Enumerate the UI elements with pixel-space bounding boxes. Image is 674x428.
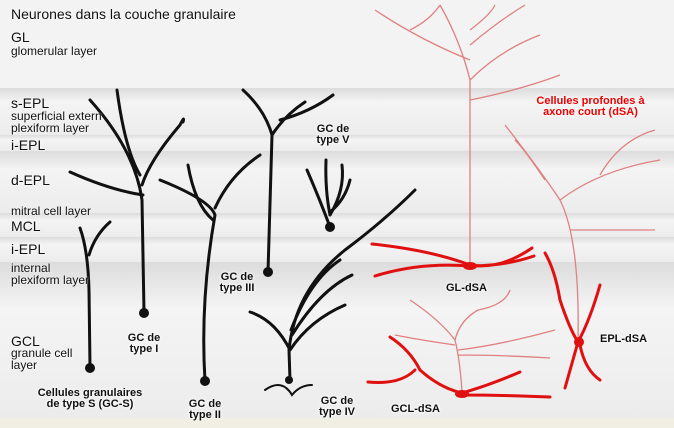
layer-gcl-name: granule cell layer [11, 346, 73, 372]
gc1-branch [68, 170, 145, 197]
layer-gcl-abbr: GCL [11, 333, 40, 349]
epl-dsa-dendrite [543, 251, 602, 390]
gc1-dendrite [88, 88, 186, 314]
label-gl-dsa: GL-dSA [446, 282, 487, 294]
label-gcl-dsa: GCL-dSA [391, 403, 440, 415]
layer-s-epl-abbr: s-EPL [11, 95, 50, 111]
label-gc5: GC de type V [316, 123, 350, 146]
gc5-dendrite [305, 158, 352, 229]
epl-dsa-axon [504, 124, 661, 341]
band-gcl [0, 262, 674, 418]
somata [85, 222, 335, 386]
dsa-axons [374, 4, 661, 393]
label-gc4: GC de type IV [318, 395, 356, 418]
gc4-dendrite [248, 188, 417, 382]
label-gc1: GC de type I [127, 332, 161, 355]
layer-i-epl2-name: internal plexiform layer [11, 261, 90, 287]
gc-s-dendrite [78, 220, 112, 369]
layer-mcl-abbr: MCL [11, 218, 41, 234]
label-gc3: GC de type III [219, 271, 255, 294]
layer-i-epl2-abbr: i-EPL [11, 241, 46, 257]
gc3-dendrite [241, 88, 335, 274]
layer-gl-name: glomerular layer [11, 44, 98, 58]
label-epl-dsa: EPL-dSA [600, 333, 648, 345]
band-gl [0, 0, 674, 88]
band-bottom [0, 418, 674, 428]
layer-d-epl-abbr: d-EPL [11, 172, 50, 188]
layer-i-epl-abbr: i-EPL [11, 137, 46, 153]
gc2-dendrite [158, 153, 262, 383]
granule-cells [68, 88, 417, 397]
dsa-somata [455, 262, 584, 398]
gcl-dsa-dendrite [366, 335, 552, 399]
label-gc-s: Cellules granulaires de type S (GC-S) [37, 387, 143, 410]
label-dsa-title: Cellules profondes à axone court (dSA) [536, 95, 645, 118]
gcl-dsa-axon [394, 289, 556, 393]
band-mcl [0, 213, 674, 237]
layer-s-epl-name: superficial extern plexiform layer [11, 109, 102, 135]
layer-gl-abbr: GL [11, 29, 30, 45]
gc4-axon [264, 384, 313, 397]
gl-dsa-axon [374, 4, 561, 265]
label-gc2: GC de type II [188, 398, 222, 421]
diagram-title: Neurones dans la couche granulaire [11, 6, 236, 22]
layer-mcl-name: mitral cell layer [11, 204, 92, 218]
